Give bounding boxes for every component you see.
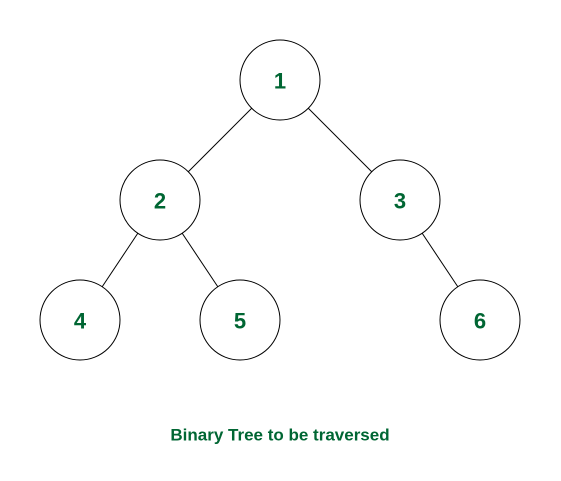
node-label: 1: [274, 69, 286, 94]
edges-group: [101, 107, 459, 287]
tree-node-5: 5: [199, 279, 281, 361]
diagram-caption: Binary Tree to be traversed: [170, 426, 389, 445]
node-label: 2: [154, 189, 166, 214]
node-circle: [359, 159, 441, 241]
node-circle: [439, 279, 521, 361]
node-label: 4: [74, 309, 87, 334]
node-circle: [199, 279, 281, 361]
edge-1-2: [187, 107, 253, 173]
node-label: 3: [394, 189, 406, 214]
node-circle: [119, 159, 201, 241]
tree-node-2: 2: [119, 159, 201, 241]
tree-node-6: 6: [439, 279, 521, 361]
node-label: 6: [474, 309, 486, 334]
edge-2-4: [101, 233, 139, 287]
tree-node-4: 4: [39, 279, 121, 361]
tree-node-3: 3: [359, 159, 441, 241]
node-circle: [39, 279, 121, 361]
tree-node-1: 1: [239, 39, 321, 121]
node-circle: [239, 39, 321, 121]
nodes-group: 1 2 3 4 5 6: [39, 39, 521, 361]
edge-3-6: [421, 233, 459, 287]
node-label: 5: [234, 309, 246, 334]
edge-1-3: [307, 107, 373, 173]
edge-2-5: [181, 233, 219, 287]
